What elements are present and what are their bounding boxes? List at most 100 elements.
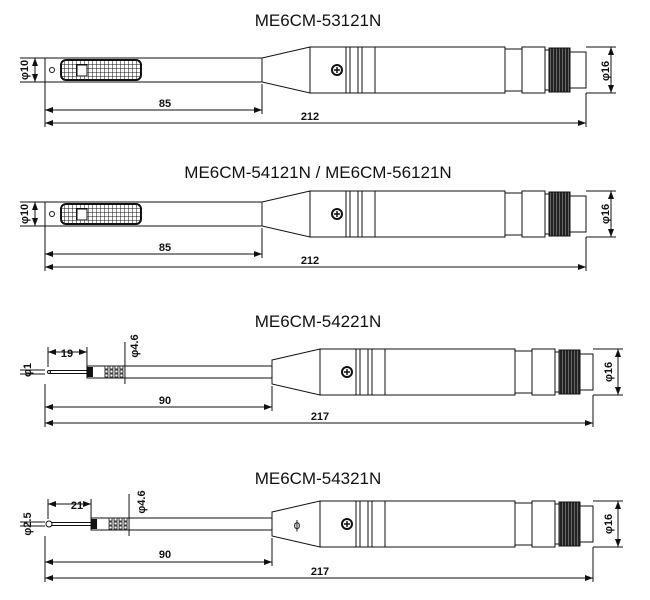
- body-diameter-label-4: φ16: [603, 514, 615, 534]
- handle-ring: [371, 500, 386, 548]
- total-length-label-4: 217: [311, 566, 329, 578]
- handle-ring: [371, 348, 386, 396]
- handle-ring: [359, 348, 369, 396]
- handle-ring: [361, 190, 376, 238]
- handle-body: [384, 500, 516, 548]
- total-length-label-2: 212: [301, 255, 319, 267]
- sensor-element: [76, 208, 88, 221]
- total-length-label-1: 212: [301, 111, 319, 123]
- sensor-vent: [119, 369, 124, 374]
- screw-slot: [344, 521, 350, 527]
- connector-cap: [569, 51, 587, 89]
- sensor-diameter-label-3: φ4.6: [129, 334, 141, 357]
- stem-diameter-label-1: φ10: [19, 60, 31, 80]
- handle-ring: [345, 46, 351, 94]
- probe-length-label-3: 90: [159, 395, 171, 407]
- handle-body: [374, 190, 506, 238]
- sensor-vent: [123, 521, 128, 526]
- sensor-tip: [45, 520, 53, 528]
- handle-ring: [359, 500, 369, 548]
- sensor-vent: [118, 517, 123, 522]
- handle-ring: [357, 46, 363, 94]
- model-title-3: ME6CM-54221N: [255, 312, 382, 331]
- handle-ring: [367, 500, 373, 548]
- tip-length-label-3: 19: [61, 348, 73, 360]
- handle-body: [374, 46, 506, 94]
- sensor-vent: [118, 521, 123, 526]
- sensor-vent: [119, 373, 124, 378]
- handle-ring: [345, 190, 351, 238]
- sensor-vent: [108, 521, 113, 526]
- body-diameter-label-2: φ16: [600, 204, 612, 224]
- handle-ring: [361, 46, 376, 94]
- model-title-2: ME6CM-54121N / ME6CM-56121N: [184, 163, 451, 182]
- handle-ring: [349, 46, 359, 94]
- sensor-vent: [113, 525, 118, 530]
- marking-symbol: ϕ: [294, 518, 301, 532]
- sensor-vent: [114, 369, 119, 374]
- connector-knurl: [558, 349, 581, 395]
- connector-knurl: [558, 501, 581, 547]
- sensor-vent: [114, 373, 119, 378]
- sensor-vent: [109, 369, 114, 374]
- model-title-1: ME6CM-53121N: [255, 11, 382, 30]
- sensor-vent: [123, 517, 128, 522]
- handle-segment: [531, 500, 556, 548]
- handle-ring: [349, 190, 359, 238]
- body-diameter-label-1: φ16: [600, 61, 612, 81]
- tip-diameter-label-3: φ1: [22, 363, 34, 377]
- sensor-diameter-label-4: φ4.6: [136, 490, 148, 513]
- connector-cap: [569, 195, 587, 233]
- connector-cap: [579, 505, 594, 543]
- sensor-vent: [113, 521, 118, 526]
- connector-neck: [544, 193, 550, 235]
- sensor-cap: [86, 367, 93, 377]
- connector-knurl: [548, 47, 571, 93]
- probe-length-label-4: 90: [159, 549, 171, 561]
- handle-segment: [504, 48, 523, 92]
- handle-ring: [355, 500, 361, 548]
- handle-taper: [271, 348, 321, 396]
- sensor-vent: [113, 517, 118, 522]
- connector-neck: [554, 351, 560, 393]
- handle-ring: [367, 348, 373, 396]
- handle-segment: [514, 502, 533, 546]
- sensor-vent: [114, 365, 119, 370]
- connector-neck: [544, 49, 550, 91]
- model-title-4: ME6CM-54321N: [255, 469, 382, 488]
- handle-taper: [261, 46, 311, 94]
- sensor-vent: [104, 373, 109, 378]
- handle-segment: [521, 46, 546, 94]
- sensor-cap: [91, 519, 98, 529]
- handle-body: [384, 348, 516, 396]
- probe-drawings: ϕ: [20, 46, 623, 582]
- connector-knurl: [548, 191, 571, 237]
- sensor-window: [60, 203, 142, 225]
- sensor-window: [60, 59, 142, 81]
- handle-segment: [521, 190, 546, 238]
- sensor-vent: [109, 365, 114, 370]
- sensor-vent: [123, 525, 128, 530]
- probe-length-label-1: 85: [159, 98, 171, 110]
- handle-ring: [355, 348, 361, 396]
- sensor-vent: [108, 525, 113, 530]
- tip-diameter-label-4: φ2.5: [22, 512, 34, 535]
- tip-length-label-4: 21: [71, 500, 83, 512]
- sensor-vent: [104, 365, 109, 370]
- handle-segment: [531, 348, 556, 396]
- sensor-element: [76, 64, 88, 77]
- handle-segment: [504, 192, 523, 236]
- probe-length-label-2: 85: [159, 242, 171, 254]
- screw-slot: [344, 369, 350, 375]
- stem-hole: [49, 67, 55, 73]
- handle-taper: [261, 190, 311, 238]
- sensor-vent: [108, 517, 113, 522]
- handle-ring: [357, 190, 363, 238]
- screw-slot: [334, 67, 340, 73]
- sensor-tip: [47, 370, 51, 374]
- stem-hole: [49, 211, 55, 217]
- sensor-vent: [104, 369, 109, 374]
- total-length-label-3: 217: [311, 411, 329, 423]
- body-diameter-label-3: φ16: [603, 362, 615, 382]
